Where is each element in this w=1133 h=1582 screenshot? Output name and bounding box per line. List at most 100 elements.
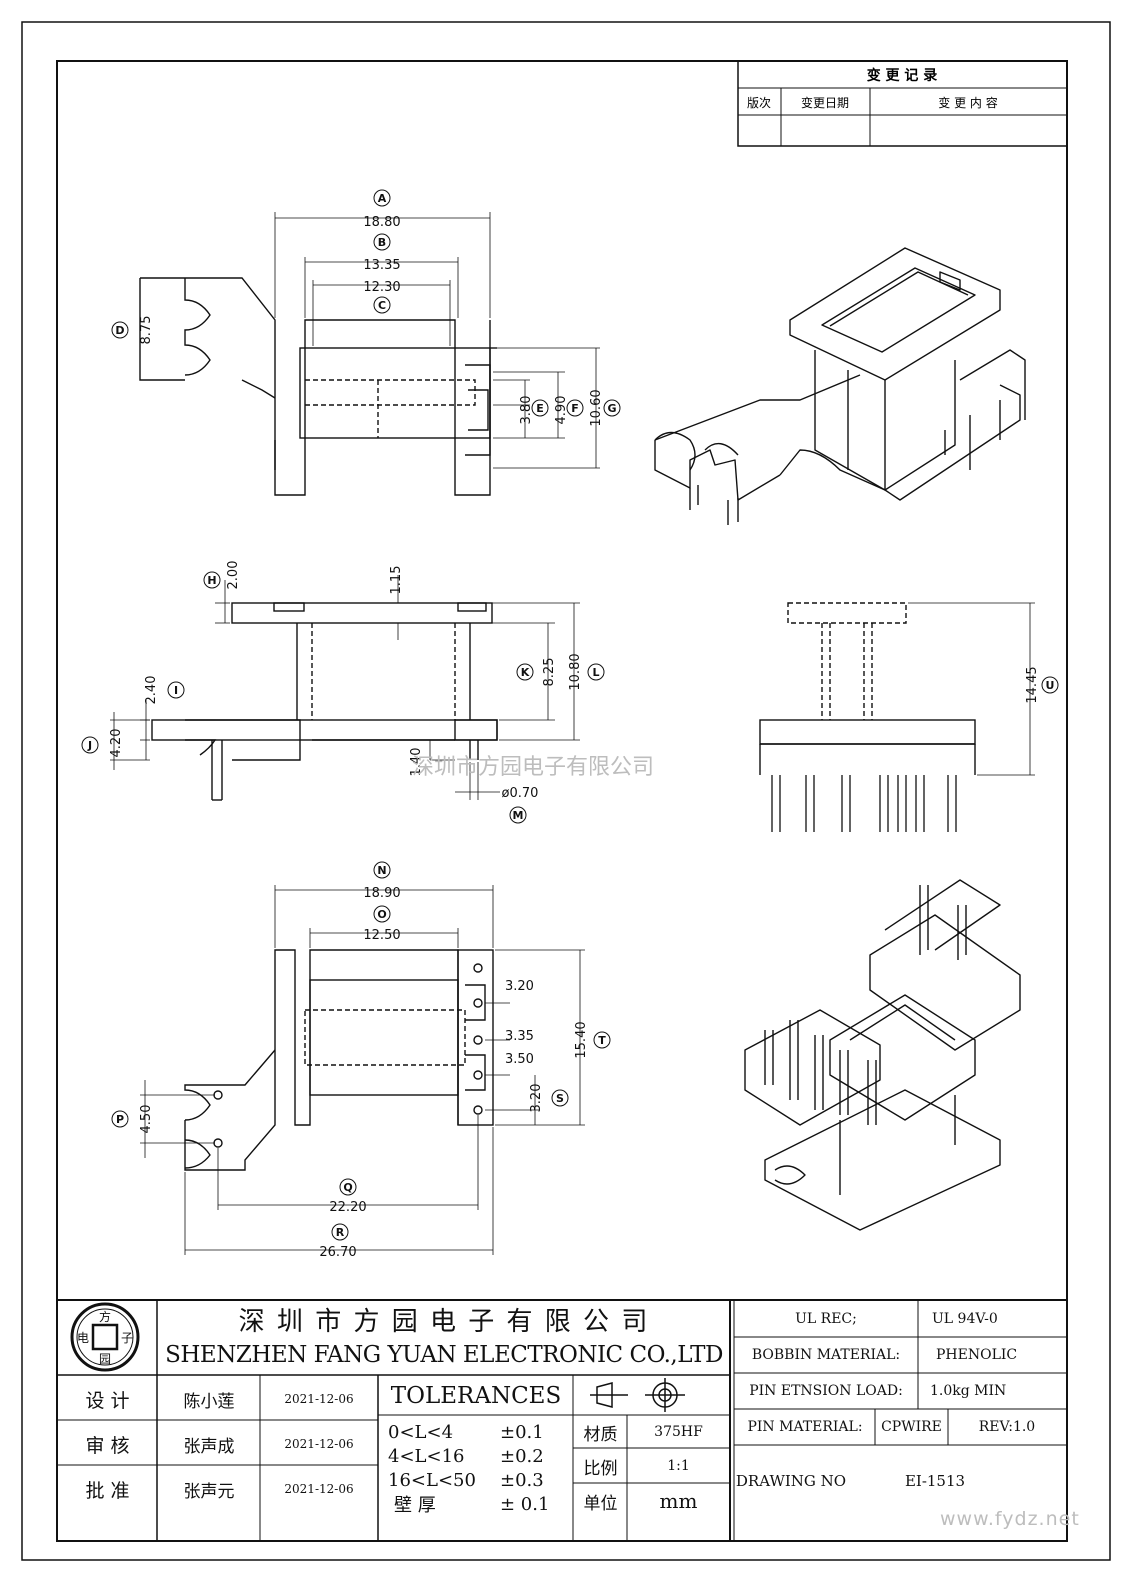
- company-name-cn: 深 圳 市 方 园 电 子 有 限 公 司: [238, 1306, 650, 1337]
- dimension-marker-b: B: [378, 236, 386, 249]
- date-approve: 2021-12-06: [284, 1482, 354, 1496]
- dimension-marker-q-circle: [339, 1178, 357, 1196]
- dim-C-value: 12.30: [363, 280, 400, 295]
- company-name-en: SHENZHEN FANG YUAN ELECTRONIC CO.,LTD: [165, 1342, 723, 1368]
- tolerance-value-4: ± 0.1: [500, 1493, 550, 1515]
- outer-border: [21, 21, 1111, 1561]
- dimension-marker-o-circle: [373, 905, 391, 923]
- front-view-dimensions: [908, 602, 1035, 776]
- dim-G-value: 10.60: [589, 389, 604, 426]
- side-view-dimensions: [110, 575, 580, 800]
- dimension-marker-n-circle: [373, 861, 391, 879]
- revision-header-date: 变更日期: [801, 95, 849, 110]
- pin-material-label: PIN MATERIAL:: [747, 1419, 863, 1435]
- company-logo: [70, 1302, 140, 1372]
- dimension-marker-i: I: [174, 684, 178, 697]
- dimension-marker-j: J: [87, 739, 92, 752]
- dimension-marker-f-circle: [566, 399, 584, 417]
- dimension-marker-a-circle: [373, 189, 391, 207]
- dimension-marker-n: N: [377, 864, 386, 877]
- dim-I-value: 2.40: [144, 676, 159, 705]
- pin-material-value: CPWIRE: [881, 1419, 942, 1435]
- revision-title: 变 更 记 录: [867, 67, 938, 84]
- dim-F-value: 4.90: [554, 396, 569, 425]
- ul-rec-value: UL 94V-0: [932, 1311, 998, 1327]
- isometric-view-bottom: [744, 879, 1021, 1231]
- tolerance-value-1: ±0.1: [500, 1421, 544, 1443]
- tolerance-value-3: ±0.3: [500, 1469, 544, 1491]
- dimension-marker-r-circle: [331, 1223, 349, 1241]
- unit-value: mm: [659, 1489, 698, 1513]
- dimension-marker-k-circle: [516, 663, 534, 681]
- dim-J-value: 4.20: [109, 729, 124, 758]
- projection-symbol: [590, 1378, 685, 1412]
- dimension-marker-g-circle: [603, 399, 621, 417]
- dimension-marker-c: C: [378, 299, 386, 312]
- dimension-marker-d-circle: [111, 321, 129, 339]
- name-approve: 张声元: [183, 1481, 235, 1502]
- watermark-corner: www.fydz.net: [940, 1508, 1080, 1530]
- material-value: 375HF: [654, 1424, 703, 1440]
- tolerance-range-3: 16<L<50: [388, 1469, 476, 1491]
- role-approve: 批 准: [85, 1479, 130, 1502]
- dimension-marker-e: E: [536, 402, 544, 415]
- dimension-marker-s: S: [556, 1092, 564, 1105]
- dim-E-value: 3.80: [519, 396, 534, 425]
- role-design: 设 计: [85, 1389, 130, 1412]
- dim-pitch3-value: 3.50: [505, 1052, 534, 1067]
- dim-H-extra-value: 1.15: [389, 566, 404, 595]
- dim-B-value: 13.35: [363, 258, 400, 273]
- role-review: 审 核: [85, 1434, 130, 1457]
- bottom-view-dimensions: [140, 885, 585, 1255]
- revision-number: REV:1.0: [978, 1419, 1036, 1435]
- dim-T-value: 15.40: [574, 1021, 589, 1058]
- side-view: [151, 602, 498, 801]
- top-view: [139, 277, 497, 496]
- dimension-marker-k: K: [521, 666, 530, 679]
- dimension-marker-h: H: [207, 574, 216, 587]
- dim-D-value: 8.75: [139, 316, 154, 345]
- dim-pitch1-value: 3.20: [505, 979, 534, 994]
- scale-label: 比例: [583, 1458, 618, 1479]
- name-review: 张声成: [183, 1436, 235, 1457]
- dim-Q-value: 22.20: [329, 1200, 366, 1215]
- dimension-marker-p-circle: [111, 1110, 129, 1128]
- watermark-center: 深圳市方园电子有限公司: [412, 755, 655, 780]
- dim-U-value: 14.45: [1025, 666, 1040, 703]
- dimension-marker-l-circle: [587, 663, 605, 681]
- tolerance-range-4: 壁 厚: [394, 1495, 436, 1516]
- revision-header-content: 变 更 内 容: [938, 95, 997, 110]
- dimension-marker-g: G: [607, 402, 616, 415]
- dim-N-value: 18.90: [363, 886, 400, 901]
- revision-header-version: 版次: [747, 96, 771, 110]
- scale-value: 1:1: [667, 1458, 690, 1474]
- dimension-marker-l: L: [592, 666, 599, 679]
- dim-M-extra-value: 1.40: [409, 748, 424, 777]
- dimension-marker-j-circle: [81, 736, 99, 754]
- dim-R-value: 26.70: [319, 1245, 356, 1260]
- dimension-marker-e-circle: [531, 399, 549, 417]
- dim-H-value: 2.00: [226, 561, 241, 590]
- dimension-marker-q: Q: [343, 1181, 352, 1194]
- top-view-dimensions: [139, 212, 600, 469]
- dimension-marker-a: A: [378, 192, 387, 205]
- bottom-view: [184, 949, 494, 1171]
- logo-char-right: 子: [120, 1330, 133, 1345]
- dimension-marker-h-circle: [203, 571, 221, 589]
- dimension-marker-m-circle: [509, 806, 527, 824]
- date-design: 2021-12-06: [284, 1392, 354, 1406]
- dimension-marker-s-circle: [551, 1089, 569, 1107]
- dim-K-value: 8.25: [542, 658, 557, 687]
- isometric-view-top: [654, 247, 1026, 525]
- dimension-marker-i-circle: [167, 681, 185, 699]
- dimension-marker-u: U: [1046, 679, 1055, 692]
- dim-P-value: 4.50: [139, 1105, 154, 1134]
- dimension-marker-t-circle: [593, 1031, 611, 1049]
- name-design: 陈小莲: [183, 1391, 235, 1412]
- dim-A-value: 18.80: [363, 215, 400, 230]
- revision-table: [737, 60, 1068, 147]
- dimension-marker-p: P: [116, 1113, 124, 1126]
- dimension-marker-o: O: [377, 908, 386, 921]
- tolerance-range-1: 0<L<4: [388, 1421, 454, 1443]
